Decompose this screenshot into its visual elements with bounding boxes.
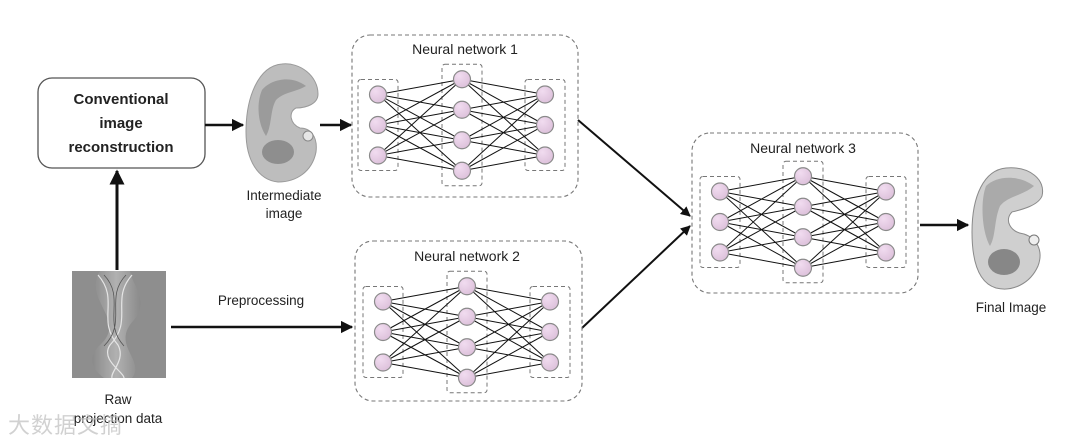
neuron-node <box>793 228 813 247</box>
intermediate-label-2: image <box>266 206 303 221</box>
layer-box <box>446 270 488 394</box>
neuron-node <box>540 292 560 311</box>
connection-edge <box>466 362 551 379</box>
connection-edge <box>377 78 463 126</box>
connection-edge <box>719 175 804 223</box>
connection-edge <box>466 301 551 379</box>
nn3-title: Neural network 3 <box>750 140 856 156</box>
neuron-node <box>793 197 813 216</box>
final-image-label: Final Image <box>976 300 1047 315</box>
conventional-line-1: Conventional <box>73 91 168 108</box>
connection-edge <box>802 221 887 269</box>
embryo-final-icon <box>971 167 1044 290</box>
connection-edge <box>802 191 887 238</box>
neuron-node <box>368 85 388 104</box>
arrow-nn2-to-nn3 <box>581 225 691 329</box>
raw-label-1: Raw <box>104 392 131 407</box>
neuron-node <box>457 338 477 357</box>
embryo-scan-icon <box>245 63 319 183</box>
neuron-node <box>452 131 472 150</box>
connection-edge <box>466 331 551 379</box>
neuron-node <box>540 322 560 342</box>
connection-edge <box>461 78 546 95</box>
neuron-node <box>457 307 477 326</box>
connection-edge <box>377 139 463 156</box>
neuron-node <box>793 167 813 186</box>
layer-box <box>362 286 404 378</box>
connection-edge <box>466 285 551 302</box>
neuron-node <box>710 182 730 201</box>
connection-edge <box>802 191 887 269</box>
neuron-node <box>452 161 472 180</box>
connection-edge <box>377 78 463 95</box>
conventional-reconstruction-box: Conventional image reconstruction <box>37 77 206 169</box>
conventional-line-2: image <box>99 115 142 132</box>
neuron-node <box>535 146 555 165</box>
neuron-node <box>373 353 393 372</box>
connection-edge <box>377 155 463 172</box>
neuron-node <box>457 277 477 296</box>
connection-edge <box>377 109 463 156</box>
connection-edge <box>461 155 546 172</box>
connection-edge <box>719 236 804 253</box>
layer-box <box>699 176 741 268</box>
connection-edge <box>382 285 468 333</box>
neuron-node <box>710 212 730 232</box>
watermark: 大数据文摘 <box>8 414 124 439</box>
connection-edge <box>382 346 468 363</box>
neuron-node <box>452 70 472 89</box>
neuron-node <box>457 368 477 387</box>
layer-box <box>524 79 566 171</box>
neuron-node <box>793 258 813 277</box>
neuron-node <box>373 292 393 311</box>
connection-edge <box>719 175 804 253</box>
raw-label-2: projection data <box>74 411 163 426</box>
connection-edge <box>466 301 551 348</box>
conventional-line-3: reconstruction <box>68 139 173 156</box>
neuron-node <box>535 85 555 104</box>
intermediate-label-1: Intermediate <box>246 188 321 203</box>
neuron-node <box>710 243 730 262</box>
neuron-node <box>368 146 388 165</box>
connection-edge <box>461 94 546 172</box>
neuron-node <box>876 182 896 201</box>
connection-edge <box>802 191 887 208</box>
arrow-nn1-to-nn3 <box>577 119 691 217</box>
neural-network-1: Neural network 1 <box>351 34 579 198</box>
connection-edge <box>461 94 546 141</box>
neuron-node <box>876 243 896 262</box>
neural-network-3: Neural network 3 <box>691 132 919 294</box>
connection-edge <box>382 362 468 379</box>
connection-edge <box>461 94 546 111</box>
layer-box <box>782 160 824 284</box>
layer-box <box>529 286 571 378</box>
neuron-node <box>373 322 393 342</box>
neuron-node <box>540 353 560 372</box>
connection-edge <box>466 301 551 318</box>
connection-edge <box>461 124 546 172</box>
connection-edge <box>382 316 468 363</box>
layer-box <box>441 63 483 187</box>
neuron-node <box>368 115 388 135</box>
sinogram-icon <box>72 271 166 379</box>
neuron-node <box>452 100 472 119</box>
neuron-node <box>876 212 896 232</box>
connection-edge <box>382 285 468 363</box>
connection-edge <box>382 285 468 302</box>
nn1-title: Neural network 1 <box>412 41 518 57</box>
connection-edge <box>719 252 804 269</box>
connection-edge <box>719 206 804 253</box>
connection-edge <box>802 252 887 269</box>
layer-box <box>865 176 907 268</box>
preprocessing-label: Preprocessing <box>218 293 304 308</box>
neuron-node <box>535 115 555 135</box>
layer-box <box>357 79 399 171</box>
connection-edge <box>719 175 804 192</box>
connection-edge <box>377 78 463 156</box>
connection-edge <box>802 175 887 192</box>
nn2-title: Neural network 2 <box>414 248 520 264</box>
neural-network-2: Neural network 2 <box>354 240 583 402</box>
